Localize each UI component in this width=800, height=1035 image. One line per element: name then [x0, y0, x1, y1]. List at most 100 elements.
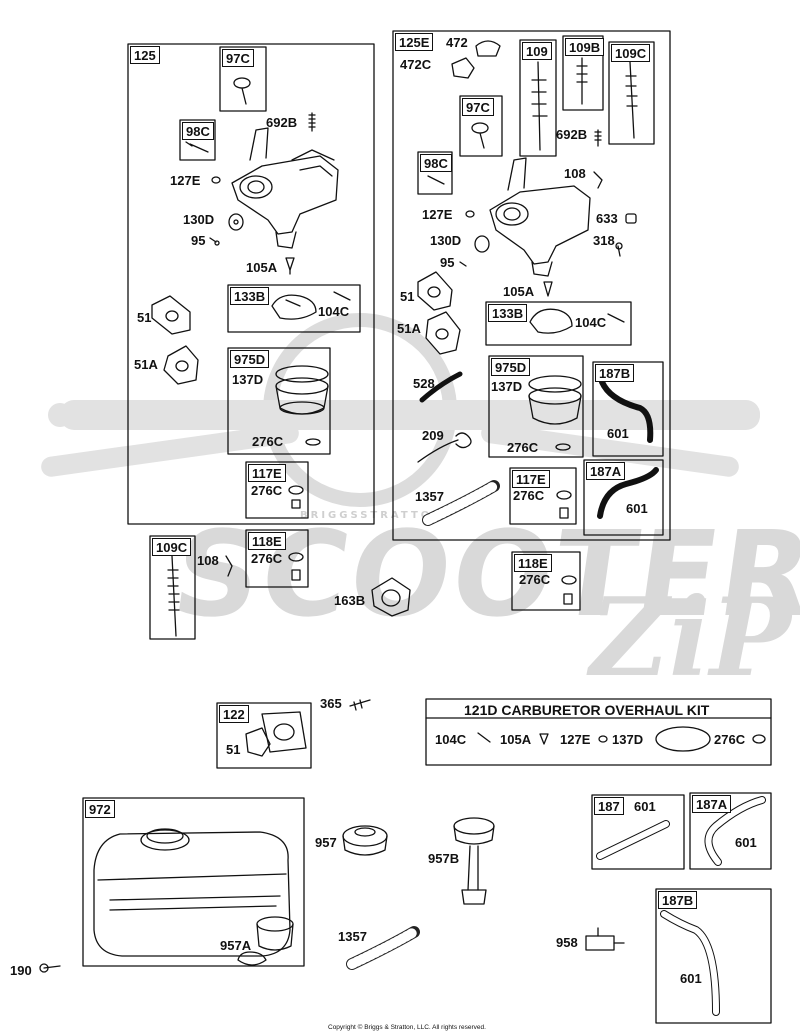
- label-276c-f: 276C: [519, 572, 551, 587]
- gasket-130d-b: [474, 235, 490, 253]
- label-95-a: 95: [191, 233, 206, 248]
- frame-125: [127, 43, 375, 525]
- label-51-c: 51: [226, 742, 241, 757]
- jet-105a-a: [285, 257, 295, 275]
- frame-98c-a: [179, 119, 216, 161]
- label-117e-a: 117E: [248, 464, 286, 482]
- label-133b-a: 133B: [230, 287, 270, 305]
- label-105a-b: 105A: [503, 284, 535, 299]
- fuel-cap-957a: [237, 916, 294, 966]
- label-957: 957: [315, 835, 337, 850]
- float-133b-a: [271, 294, 317, 320]
- screw-117e-a: [288, 485, 304, 509]
- label-98c-a: 98C: [182, 122, 214, 140]
- label-276c-d: 276C: [507, 440, 539, 455]
- label-276c-b: 276C: [251, 483, 283, 498]
- bowl-975d-a: [275, 365, 329, 446]
- jet-105a-b: [543, 281, 553, 297]
- screw-692b-a: [308, 112, 316, 132]
- label-109: 109: [522, 42, 552, 60]
- shutoff-valve-958: [585, 927, 625, 951]
- part-633: [625, 213, 637, 224]
- frame-122: [216, 702, 312, 769]
- label-98c-b: 98C: [420, 154, 452, 172]
- screw-692b-b: [594, 129, 602, 147]
- adapter-122: [245, 711, 307, 757]
- label-109c-a: 109C: [152, 538, 192, 556]
- pin-104c-a: [333, 291, 351, 301]
- label-528: 528: [413, 376, 435, 391]
- frame-97c-b: [459, 95, 503, 157]
- frame-117e-a: [245, 461, 309, 519]
- frame-187a-a: [583, 459, 664, 536]
- frame-187b-a: [592, 361, 664, 457]
- label-130d-b: 130D: [430, 233, 462, 248]
- label-692b-b: 692B: [556, 127, 588, 142]
- label-276c-c: 276C: [251, 551, 283, 566]
- frame-972: [82, 797, 305, 967]
- kit-pin-104c: [477, 732, 491, 743]
- fuel-line-187a-b: [704, 796, 766, 866]
- frame-97c-a: [219, 46, 267, 112]
- screw-95-b: [459, 261, 467, 267]
- label-187a-a: 187A: [586, 462, 626, 480]
- gasket-51-b: [417, 271, 453, 311]
- fuel-cap-957b: [453, 817, 495, 905]
- carburetor-b: [489, 157, 591, 277]
- screw-117e-b: [556, 490, 572, 519]
- watermark-strap: BRIGGSSTRATTON: [300, 510, 444, 521]
- kit-washer-276c: [752, 734, 766, 744]
- kit-label-137d: 137D: [612, 732, 644, 747]
- label-51a-a: 51A: [134, 357, 158, 372]
- frame-133b-b: [485, 301, 632, 346]
- label-104c-a: 104C: [318, 304, 350, 319]
- screw-190: [39, 963, 61, 973]
- frame-109: [519, 39, 557, 157]
- spring-209: [417, 432, 472, 463]
- clip-108-b: [593, 171, 603, 189]
- frame-187a-b: [689, 792, 772, 870]
- screw-95-a: [209, 237, 220, 246]
- label-133b-b: 133B: [488, 304, 528, 322]
- label-125e: 125E: [395, 33, 434, 51]
- pin-104c-b: [607, 313, 625, 323]
- label-472c: 472C: [400, 57, 432, 72]
- label-601-e: 601: [680, 971, 702, 986]
- fuel-shutoff-97c-a: [233, 77, 251, 105]
- label-1357-a: 1357: [415, 489, 444, 504]
- frame-125e: [392, 30, 671, 541]
- oring-127e-a: [211, 176, 221, 184]
- frame-118e-b: [511, 551, 581, 611]
- label-972: 972: [85, 800, 115, 818]
- screw-118e-b: [561, 575, 577, 605]
- frame-975d-b: [488, 355, 584, 458]
- cap-472: [475, 40, 501, 57]
- label-97c-b: 97C: [462, 98, 494, 116]
- label-957b: 957B: [428, 851, 460, 866]
- frame-117e-b: [509, 467, 577, 525]
- hose-1357-b: [346, 926, 420, 970]
- label-975d-a: 975D: [230, 350, 270, 368]
- label-601-d: 601: [735, 835, 757, 850]
- label-163b: 163B: [334, 593, 366, 608]
- label-318: 318: [593, 233, 615, 248]
- label-187a-b: 187A: [692, 795, 732, 813]
- kit-label-127e: 127E: [560, 732, 591, 747]
- label-276c-a: 276C: [252, 434, 284, 449]
- label-601-c: 601: [634, 799, 656, 814]
- gasket-51a-b: [425, 311, 461, 355]
- label-633: 633: [596, 211, 618, 226]
- oring-127e-b: [465, 210, 475, 218]
- cap-472c: [451, 57, 475, 79]
- label-104c-b: 104C: [575, 315, 607, 330]
- label-130d-a: 130D: [183, 212, 215, 227]
- frame-975d-a: [227, 347, 331, 455]
- label-109b: 109B: [565, 38, 605, 56]
- kit-label-105a: 105A: [500, 732, 532, 747]
- frame-133b-a: [227, 284, 361, 333]
- label-137d-b: 137D: [491, 379, 523, 394]
- label-601-b: 601: [626, 501, 648, 516]
- label-127e-a: 127E: [170, 173, 201, 188]
- hose-1357-a: [422, 480, 500, 526]
